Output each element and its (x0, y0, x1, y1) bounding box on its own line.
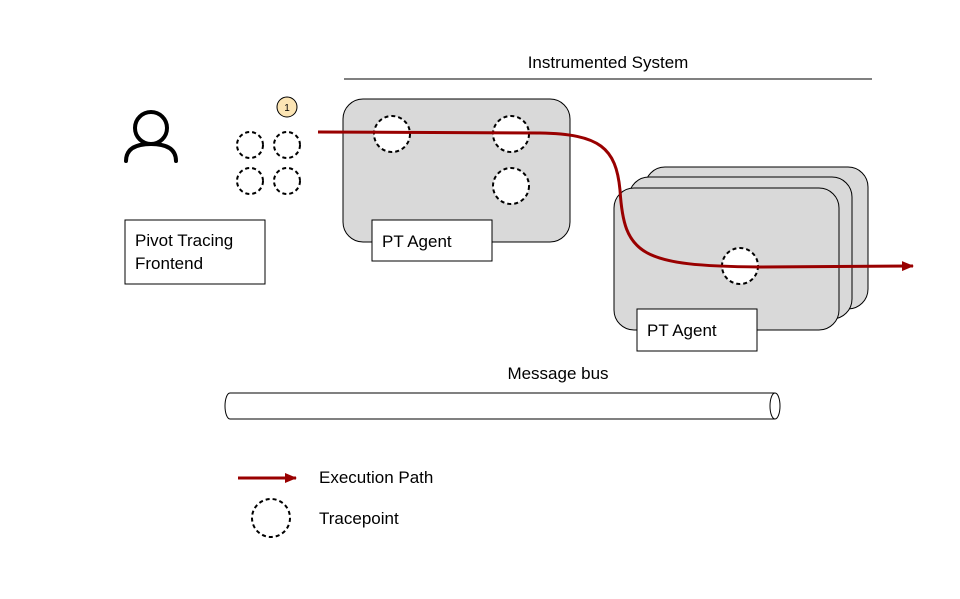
frontend-tracepoint (273, 167, 301, 195)
execution-path-arrow (317, 130, 914, 272)
agent1-box: PT Agent (371, 219, 493, 262)
legend-execution-path-label: Execution Path (319, 468, 433, 487)
user-icon (124, 110, 178, 163)
node1-tracepoint (492, 167, 530, 205)
instrumented-system-title: Instrumented System (528, 53, 689, 72)
frontend-box: Pivot Tracing Frontend (124, 219, 266, 285)
message-bus-label: Message bus (507, 364, 608, 383)
legend-tracepoint-icon (251, 498, 291, 538)
message-bus-pipe (224, 392, 781, 420)
step-badge-number: 1 (284, 103, 290, 114)
frontend-tracepoint (273, 131, 301, 159)
agent1-label: PT Agent (382, 232, 452, 251)
frontend-label-line1: Pivot Tracing (135, 231, 233, 250)
frontend-tracepoint (236, 131, 264, 159)
frontend-tracepoint (236, 167, 264, 195)
agent2-label: PT Agent (647, 321, 717, 340)
step-badge: 1 (276, 96, 298, 118)
legend: Execution Path Tracepoint (238, 468, 433, 538)
agent2-box: PT Agent (636, 308, 758, 352)
frontend-label-line2: Frontend (135, 254, 203, 273)
legend-tracepoint-label: Tracepoint (319, 509, 399, 528)
node1-tracepoint (373, 115, 411, 153)
